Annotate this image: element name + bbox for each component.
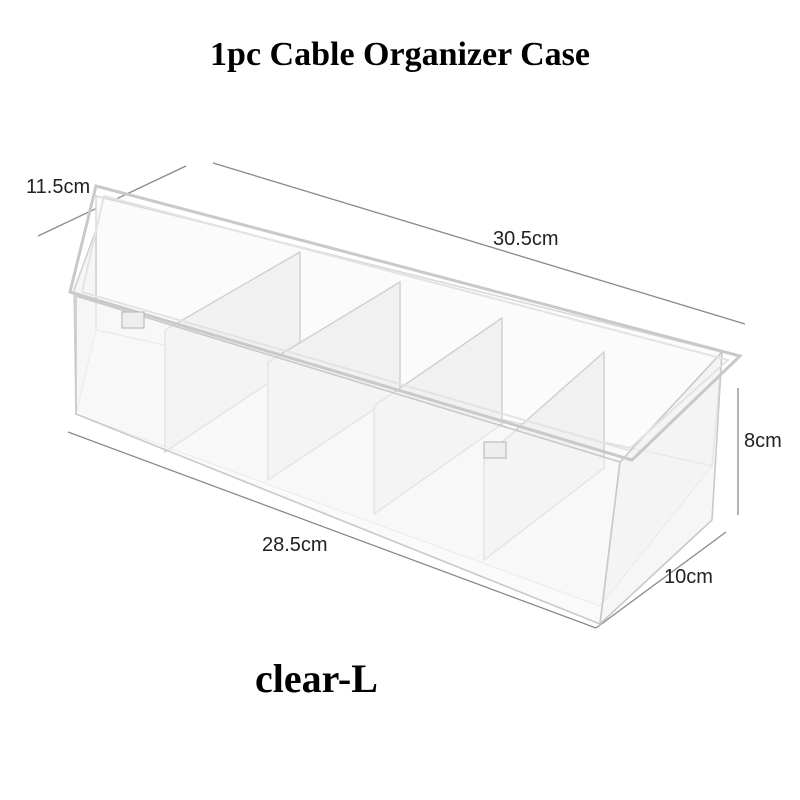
left-latch <box>121 311 145 329</box>
inner-length-line <box>67 431 597 629</box>
height-label: 8cm <box>744 430 782 452</box>
depth-label: 11.5cm <box>26 176 91 198</box>
lid-rim <box>68 184 743 462</box>
dimension-lines <box>37 162 746 629</box>
product-title: 1pc Cable Organizer Case <box>210 36 590 73</box>
width-line <box>595 531 727 629</box>
organizer-box <box>68 184 743 627</box>
outer-length-line <box>212 162 746 325</box>
variant-label: clear-L <box>255 656 378 701</box>
lid-inner-rim <box>80 194 731 452</box>
right-latch <box>483 441 507 459</box>
inner-length-label: 28.5cm <box>262 534 328 556</box>
outer-length-label: 30.5cm <box>493 228 559 250</box>
width-label: 10cm <box>664 566 713 588</box>
right-wall <box>598 349 723 627</box>
